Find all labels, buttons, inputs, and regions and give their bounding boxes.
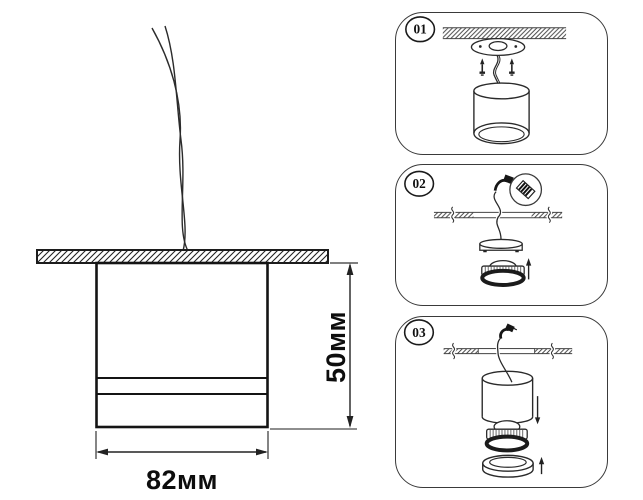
- step-number-badge: 02: [404, 170, 435, 197]
- trim-ring: [482, 454, 534, 478]
- step-number: 03: [412, 325, 426, 340]
- ceiling-section: [443, 341, 573, 361]
- down-arrow-icon: [534, 396, 541, 425]
- step-number-badge: 03: [403, 319, 435, 346]
- lamp-body: [95, 261, 269, 429]
- mounting-screw-icon: [509, 58, 515, 76]
- wire: [492, 190, 503, 240]
- install-step-panel-1: 01: [395, 12, 608, 155]
- up-arrow-icon: [525, 258, 532, 280]
- step-number-badge: 01: [405, 16, 436, 43]
- gx53-lamp: [484, 420, 530, 453]
- wire: [495, 337, 514, 383]
- dim-arrow-up-icon: [346, 263, 354, 275]
- install-step-panel-2: 02: [395, 164, 608, 306]
- plate-section: [477, 348, 536, 355]
- mounting-screw-icon: [479, 58, 486, 76]
- step-number: 01: [414, 22, 427, 37]
- connector-icon: [499, 323, 518, 340]
- mounting-plate: [479, 238, 523, 253]
- lamp-cylinder: [481, 370, 534, 428]
- up-arrow-icon: [538, 456, 545, 475]
- mounting-plate: [470, 37, 526, 57]
- width-dimension-label: 82мм: [146, 465, 218, 495]
- dim-arrow-left-icon: [96, 448, 108, 456]
- height-dimension-label: 50мм: [321, 311, 351, 383]
- lamp-cylinder: [473, 82, 530, 145]
- install-step-panel-3: 03: [395, 316, 608, 488]
- connector-icon: [493, 174, 516, 191]
- ceiling-section: [36, 249, 329, 264]
- power-wire: [151, 25, 189, 252]
- dim-arrow-right-icon: [256, 448, 268, 456]
- width-dimension: 82мм: [95, 431, 269, 495]
- step-number: 02: [413, 176, 427, 191]
- lamp-cylinder: [482, 378, 533, 424]
- ceiling-hatch: [442, 27, 567, 40]
- dim-arrow-down-icon: [346, 416, 354, 428]
- height-dimension: 50мм: [270, 262, 358, 430]
- gx53-lamp: [480, 259, 526, 287]
- magnifier-detail-icon: [509, 173, 543, 207]
